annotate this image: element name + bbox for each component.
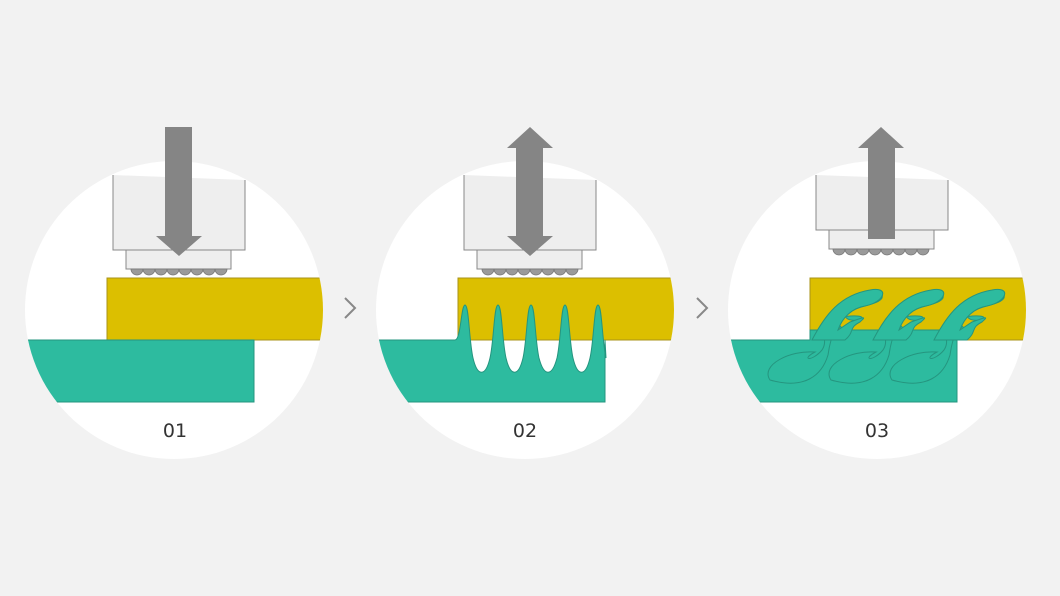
down-arrow-icon (156, 127, 202, 256)
step-2-panel: 02 (376, 127, 674, 459)
knurl-tooth (565, 268, 579, 276)
tool-knurl-teeth (130, 268, 228, 276)
interlocking-material-layer (376, 304, 607, 403)
top-material-layer (106, 277, 323, 341)
step-label: 01 (163, 420, 187, 442)
tool-knurl-teeth (832, 248, 930, 256)
tool-knurl-teeth (481, 268, 579, 276)
step-3-panel: 03 (728, 127, 1026, 459)
step-label: 02 (513, 420, 537, 442)
up-arrow-icon (858, 127, 904, 239)
top-material-layer (457, 277, 674, 341)
mixed-weld-interface (767, 288, 1005, 384)
mixed-swirl (811, 288, 883, 341)
step-label: 03 (865, 420, 889, 442)
mixed-swirl (872, 288, 944, 341)
up-down-arrow-icon (507, 127, 553, 256)
chevron-right-icon (344, 297, 357, 319)
bottom-material-layer (25, 339, 255, 403)
mixed-swirl (933, 288, 1005, 341)
chevron-right-icon (696, 297, 709, 319)
step-1-panel: 01 (25, 127, 323, 459)
knurl-tooth (916, 248, 930, 256)
knurl-tooth (214, 268, 228, 276)
